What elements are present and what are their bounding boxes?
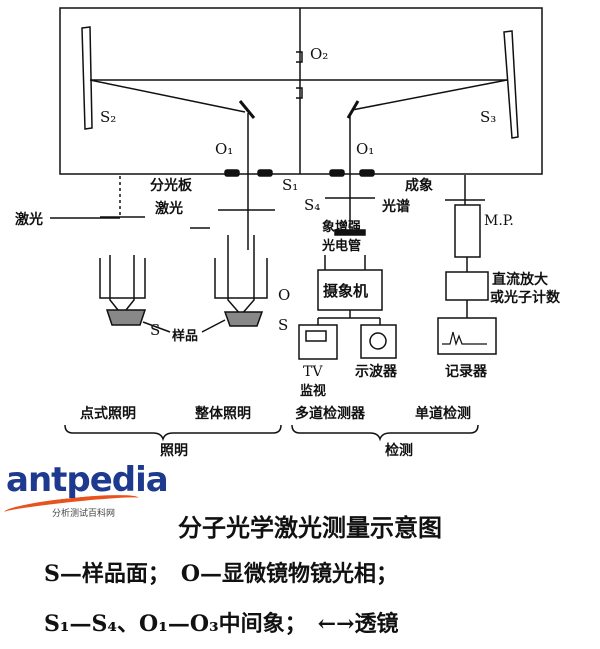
label-o1-left: O₁ (215, 140, 233, 158)
recorder-trace (442, 331, 487, 347)
mp-box (454, 204, 481, 258)
slit (257, 169, 273, 177)
small-mirror (346, 100, 360, 119)
label-mp: M.P. (484, 213, 514, 229)
label-illumination: 照明 (160, 443, 188, 459)
sample-whole (223, 311, 264, 327)
pointer (142, 321, 171, 333)
mirror-s2 (81, 26, 93, 130)
label-s-left: S (150, 321, 160, 339)
label-s2: S₂ (100, 108, 116, 126)
detector-s4 (334, 229, 366, 236)
spectrometer-box (59, 7, 543, 175)
wire (317, 310, 381, 325)
label-dc-amp-1: 直流放大 (492, 271, 548, 288)
label-o: O (278, 286, 290, 304)
slit-o2 (296, 51, 303, 99)
label-o2: O₂ (310, 45, 328, 63)
label-camera: 摄象机 (323, 282, 368, 300)
label-intensifier-1: 象增强 (322, 219, 361, 235)
slit (329, 169, 345, 177)
label-s1: S₁ (282, 176, 298, 194)
label-detection: 检测 (385, 442, 413, 459)
label-single-channel: 单道检测 (415, 405, 471, 422)
tv-box (298, 324, 338, 360)
label-dc-amp-2: 或光子计数 (490, 289, 561, 306)
label-s4: S₄ (304, 196, 320, 214)
pointer (201, 319, 226, 333)
recorder-box (437, 317, 497, 355)
mirror-s3 (503, 30, 519, 139)
label-imaging: 成象 (405, 177, 433, 194)
brace-detection (291, 424, 479, 442)
legend-line-1: S—样品面； O—显微镜物镜光相； (44, 561, 399, 587)
label-s3: S₃ (480, 108, 496, 126)
amplifier-box (445, 271, 489, 301)
label-multichannel: 多道检测器 (295, 405, 366, 422)
oscilloscope-box (360, 324, 397, 359)
label-tv-1: TV (303, 364, 323, 380)
label-laser-left: 激光 (15, 211, 43, 228)
legend-line-2: S₁—S₄、O₁—O₃中间象； ←→透镜 (44, 611, 399, 637)
logo-word: antpedia (6, 460, 169, 500)
label-recorder: 记录器 (445, 364, 488, 380)
logo-subtitle: 分析测试百科网 (52, 509, 116, 519)
objective-point (99, 255, 146, 317)
beam (89, 79, 246, 113)
label-sample: 样品 (172, 328, 198, 344)
brace-illumination (64, 424, 282, 442)
beam (351, 79, 508, 111)
label-whole-illumination: 整体照明 (194, 405, 251, 422)
label-s-right: S (278, 316, 288, 334)
oscilloscope-screen (369, 332, 387, 350)
label-tv-2: 监视 (300, 383, 326, 399)
label-spectrum: 光谱 (381, 198, 410, 215)
objective-whole (214, 235, 268, 317)
slit (224, 169, 240, 177)
figure-title: 分子光学激光测量示意图 (178, 513, 442, 542)
label-oscilloscope: 示波器 (355, 363, 398, 380)
label-point-illumination: 点式照明 (80, 405, 136, 422)
tv-screen (305, 330, 327, 342)
slit (359, 169, 375, 177)
label-o1-right: O₁ (356, 140, 374, 158)
small-mirror (238, 100, 256, 119)
label-intensifier-2: 光电管 (321, 238, 361, 254)
sample-point (105, 309, 147, 326)
label-beam-splitter: 分光板 (150, 177, 193, 194)
antpedia-logo: antpedia 分析测试百科网 (2, 458, 169, 528)
label-laser-mid: 激光 (155, 200, 183, 217)
